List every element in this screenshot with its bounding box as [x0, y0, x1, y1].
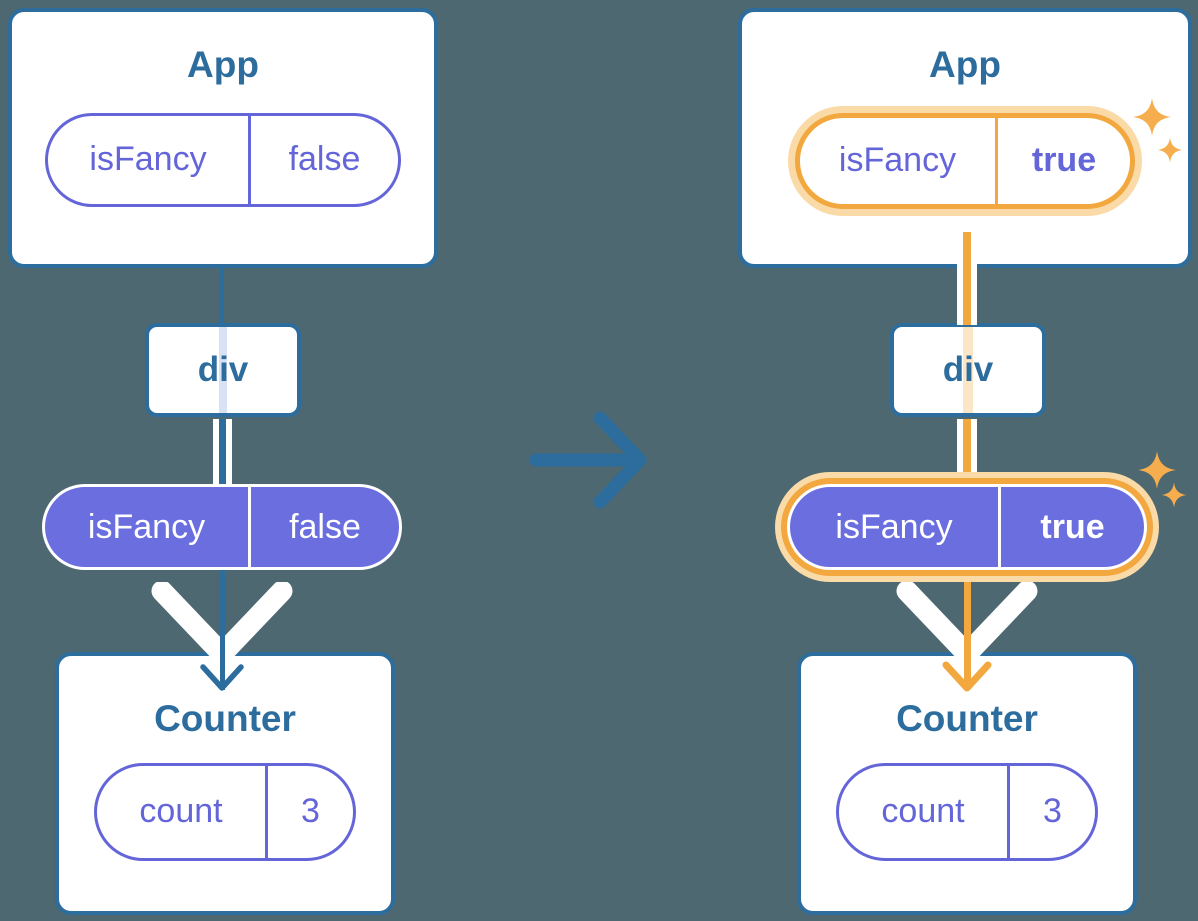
before-counter-title: Counter: [154, 698, 296, 739]
sparkle-icon: [1133, 98, 1171, 136]
before-div-label: div: [197, 350, 249, 389]
after-counter-state-key: count: [839, 765, 1010, 858]
after-edge-arrowhead-icon: [942, 661, 992, 692]
after-div-label: div: [942, 350, 994, 389]
sparkle-icon: [1161, 482, 1187, 508]
before-counter-state-key: count: [97, 765, 268, 858]
before-app-prop-value: false: [288, 140, 361, 179]
before-state-value: false: [289, 507, 361, 546]
after-counter-card: Counter count 3: [797, 652, 1137, 915]
before-div-trace: [219, 327, 227, 413]
before-edge-app-div: [219, 264, 224, 326]
after-app-card: App isFancy true: [738, 8, 1192, 268]
transition-arrow-icon: [529, 411, 647, 509]
before-edge-pill-counter: [220, 568, 225, 690]
before-app-prop-key: isFancy: [48, 115, 251, 204]
before-app-card: App isFancy false: [8, 8, 438, 268]
before-edge-arrowhead-icon: [200, 664, 244, 691]
after-state-value: true: [1040, 507, 1105, 546]
before-app-title: App: [187, 44, 259, 85]
after-app-prop-key: isFancy: [800, 117, 998, 204]
after-state-key: isFancy: [790, 487, 1001, 567]
sparkle-icon: [1157, 137, 1183, 163]
before-props-pipe: [213, 419, 232, 485]
after-counter-title: Counter: [896, 698, 1038, 739]
before-state-pill: isFancy false: [42, 484, 402, 570]
after-counter-state-pill: count 3: [836, 762, 1098, 861]
after-div-node: div: [890, 323, 1046, 417]
after-div-trace: [963, 327, 973, 413]
before-counter-state-pill: count 3: [94, 762, 356, 861]
before-app-prop-pill: isFancy false: [45, 112, 401, 207]
after-state-pill: isFancy true: [787, 484, 1147, 570]
after-edge-pill-counter: [964, 570, 971, 688]
sparkle-icon: [1138, 451, 1176, 489]
before-div-node: div: [145, 323, 301, 417]
after-props-pipe-mid: [957, 419, 977, 484]
after-app-prop-value: true: [1031, 141, 1097, 180]
before-counter-state-value: 3: [301, 792, 320, 831]
before-counter-card: Counter count 3: [55, 652, 395, 915]
after-props-pipe-top: [957, 262, 977, 325]
after-edge-pill-cardbottom: [963, 232, 971, 264]
after-app-prop-pill: isFancy true: [795, 112, 1135, 209]
after-app-title: App: [929, 44, 1001, 85]
after-counter-state-value: 3: [1043, 792, 1062, 831]
before-state-key: isFancy: [45, 487, 251, 567]
